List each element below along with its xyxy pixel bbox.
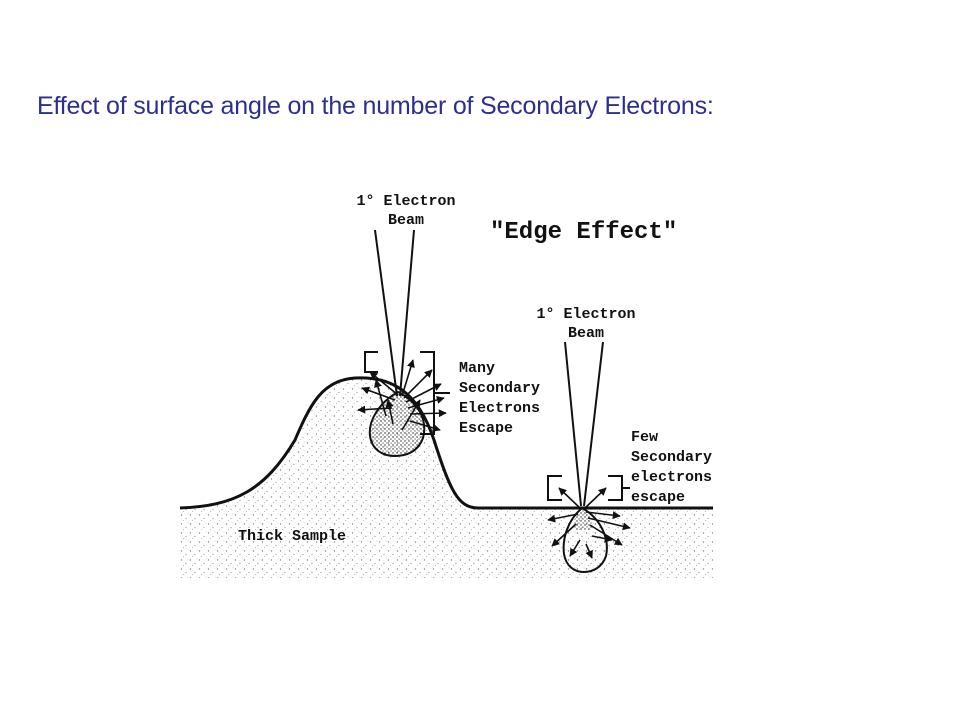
thick-sample-label: Thick Sample <box>238 528 346 545</box>
left-beam-label-line1: 1° Electron <box>356 193 455 210</box>
many-label-line4: Escape <box>459 420 513 437</box>
many-label-line2: Secondary <box>459 380 540 397</box>
few-label-line4: escape <box>631 489 685 506</box>
few-label-line2: Secondary <box>631 449 712 466</box>
right-beam-label-line1: 1° Electron <box>536 306 635 323</box>
left-electron-beam <box>374 229 415 397</box>
many-label-line3: Electrons <box>459 400 540 417</box>
edge-effect-label: "Edge Effect" <box>490 219 677 246</box>
left-secondary-electron-arrows <box>357 359 447 432</box>
left-beam-label-line2: Beam <box>388 212 424 229</box>
left-bracket-small <box>364 351 378 373</box>
many-label-line1: Many <box>459 360 495 377</box>
right-bracket-right <box>608 475 623 501</box>
right-bracket-left <box>547 475 562 501</box>
right-beam-label-line2: Beam <box>568 325 604 342</box>
slide-title: Effect of surface angle on the number of… <box>37 92 714 120</box>
right-dense-core <box>573 508 593 530</box>
few-label-line3: electrons <box>631 469 712 486</box>
few-label-line1: Few <box>631 429 658 446</box>
right-electron-beam <box>564 341 604 507</box>
sample-surface-line <box>179 376 713 510</box>
right-secondary-electron-arrows <box>547 487 631 559</box>
